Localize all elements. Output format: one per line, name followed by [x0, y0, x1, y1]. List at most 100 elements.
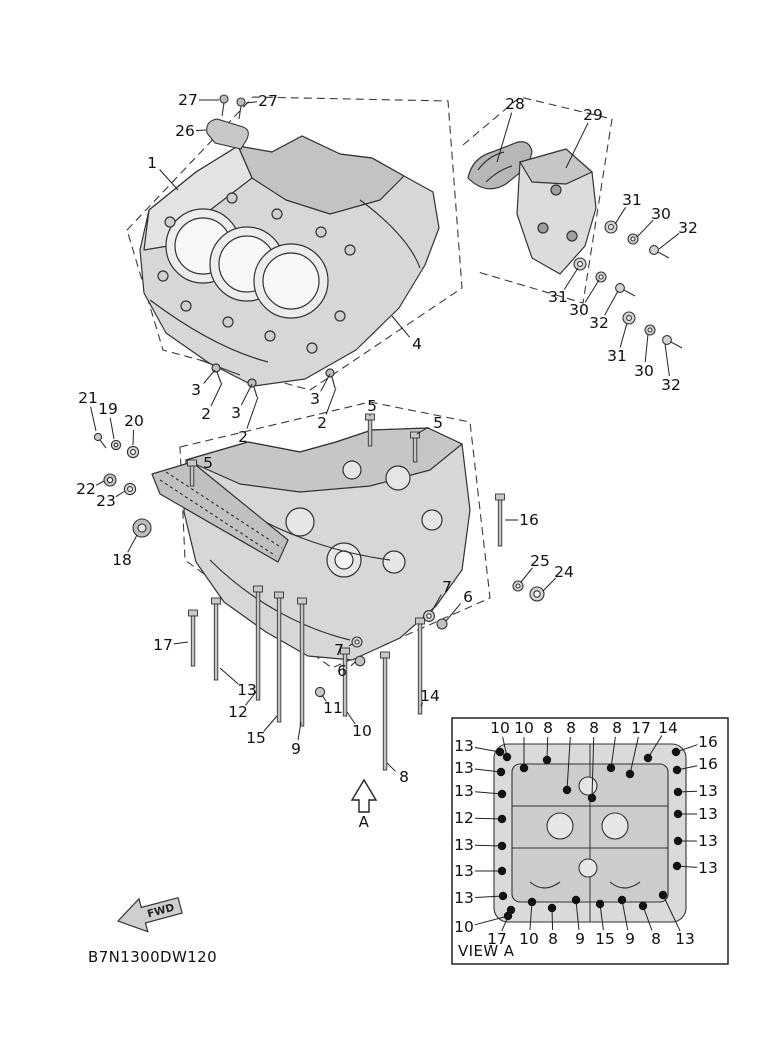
callout-leader [621, 899, 629, 931]
breather-cover-parts [467, 141, 597, 275]
callout-label-17: 17 [153, 636, 173, 654]
callout-leader [240, 383, 253, 406]
callout-leader [599, 903, 604, 931]
callout-label-13: 13 [698, 859, 718, 877]
callout-leader [445, 603, 461, 622]
fwd-arrow: FWD [116, 896, 183, 933]
bolt-dot [643, 753, 653, 763]
callout-leader [109, 417, 115, 440]
callout-label-13: 13 [454, 836, 474, 854]
callout-label-1: 1 [147, 154, 157, 172]
bolt-dot [571, 895, 581, 905]
callout-leader [647, 735, 663, 759]
callout-leader [565, 122, 589, 169]
up-arrow-icon [350, 778, 378, 813]
breather-fasteners [573, 220, 683, 349]
callout-label-8: 8 [612, 719, 622, 737]
view-direction-arrow: A [350, 778, 378, 831]
callout-leader [610, 736, 616, 769]
callout-leader [563, 267, 579, 290]
callout-label-25: 25 [530, 552, 550, 570]
callout-label-15: 15 [246, 729, 266, 747]
callout-label-12: 12 [454, 809, 474, 827]
callout-label-30: 30 [634, 362, 654, 380]
callout-label-13: 13 [454, 759, 474, 777]
small-hardware [93, 432, 545, 698]
callout-leader [159, 169, 179, 191]
callout-label-32: 32 [589, 314, 609, 332]
callout-leader [173, 641, 189, 645]
callout-label-2: 2 [238, 428, 248, 446]
bolt-dot [671, 747, 681, 757]
callout-leader [566, 736, 571, 791]
callout-leader [320, 373, 331, 392]
callout-leader [520, 567, 533, 583]
callout-label-16: 16 [519, 511, 539, 529]
callout-label-17: 17 [631, 719, 651, 737]
callout-label-8: 8 [566, 719, 576, 737]
callout-label-13: 13 [454, 889, 474, 907]
callout-label-16: 16 [698, 733, 718, 751]
bolt-dot [673, 809, 683, 819]
callout-leader [604, 290, 619, 316]
callout-label-8: 8 [589, 719, 599, 737]
callout-label-3: 3 [310, 390, 320, 408]
callout-leader [658, 232, 680, 250]
callout-label-5: 5 [367, 397, 377, 415]
bracket-and-bolts [206, 94, 249, 150]
callout-leader [431, 594, 442, 612]
callout-leader [263, 715, 278, 732]
callout-label-8: 8 [399, 768, 409, 786]
callout-label-27: 27 [178, 91, 198, 109]
callout-leader [496, 112, 513, 163]
callout-label-2: 2 [317, 414, 327, 432]
callout-leader [584, 279, 600, 303]
callout-leader [542, 577, 557, 592]
callout-label-26: 26 [175, 122, 195, 140]
callout-label-8: 8 [543, 719, 553, 737]
callout-leader [664, 343, 670, 377]
callout-leader [90, 406, 97, 432]
callout-leader [575, 899, 580, 931]
callout-leader [95, 480, 105, 486]
callout-label-18: 18 [112, 551, 132, 569]
callout-label-14: 14 [658, 719, 678, 737]
callout-leader [245, 691, 257, 706]
callout-leader [195, 129, 207, 132]
callout-leader [346, 711, 356, 725]
callout-leader [642, 905, 653, 931]
bolt-dot [587, 793, 597, 803]
mounting-bolts [187, 413, 505, 771]
callout-leader [348, 643, 353, 647]
view-direction-label: A [359, 813, 370, 831]
callout-leader [386, 762, 396, 772]
callout-label-13: 13 [698, 782, 718, 800]
callout-leader [474, 844, 503, 847]
bolt-dot [497, 841, 507, 851]
bolt-dot [497, 814, 507, 824]
callout-label-19: 19 [98, 400, 118, 418]
callout-leader [474, 895, 504, 898]
callout-label-13: 13 [698, 832, 718, 850]
callout-label-4: 4 [412, 335, 422, 353]
bolt-dot [595, 899, 605, 909]
callout-label-13: 13 [675, 930, 695, 948]
bolt-dot [497, 866, 507, 876]
callout-label-5: 5 [203, 454, 213, 472]
bolt-dot [547, 903, 557, 913]
bolt-dot [673, 836, 683, 846]
callout-leader [420, 702, 424, 707]
callout-label-7: 7 [334, 641, 344, 659]
callout-label-31: 31 [622, 191, 642, 209]
bolt-dot [506, 905, 516, 915]
callout-label-13: 13 [237, 681, 257, 699]
callout-label-21: 21 [78, 389, 98, 407]
callout-label-27: 27 [258, 92, 278, 110]
callout-label-30: 30 [651, 205, 671, 223]
callout-label-9: 9 [291, 740, 301, 758]
view-a-drawing [493, 743, 687, 923]
callout-leader [245, 101, 258, 104]
callout-label-13: 13 [454, 737, 474, 755]
